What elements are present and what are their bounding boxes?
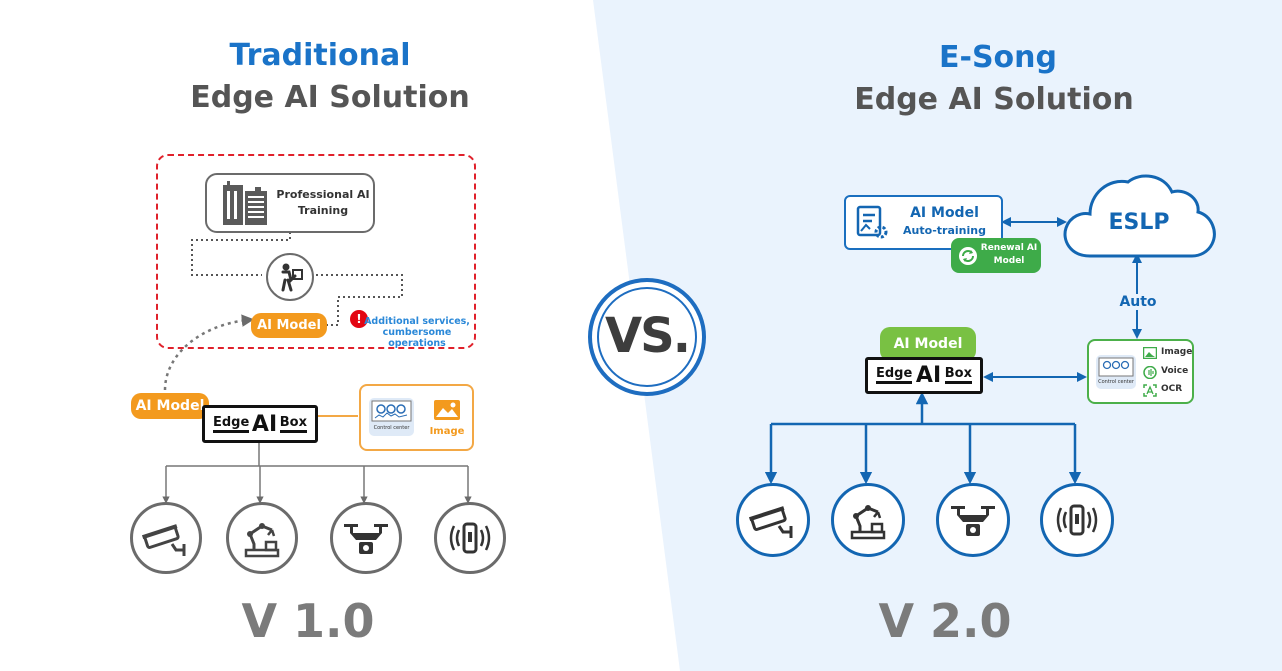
professional-training-label: Professional AI Training <box>276 188 370 217</box>
robot-arm-icon <box>850 505 886 540</box>
right-feature-panel: Control center Image Voice OCR <box>1087 339 1194 404</box>
control-center-label: Control center <box>1098 379 1134 385</box>
left-edge-ai-box: Edge AI Box <box>202 405 318 443</box>
right-edge-ai-box: Edge AI Box <box>865 357 983 394</box>
left-version: V 1.0 <box>241 594 375 648</box>
control-center-icon: Control center <box>1096 355 1136 389</box>
renewal-ai-model-badge: Renewal AI Model <box>951 238 1041 273</box>
warning-icon: ! <box>350 310 368 328</box>
worker-circle <box>266 253 314 301</box>
eslp-label: ESLP <box>1108 210 1170 235</box>
dotted-flow-2 <box>316 274 403 326</box>
edge-label: Edge <box>213 415 250 433</box>
vs-badge: VS. <box>588 278 706 396</box>
ai-model-title: AI Model <box>910 205 979 221</box>
professional-training-box: Professional AI Training <box>205 173 375 233</box>
warning-text: Additional services, cumbersome operatio… <box>362 316 472 349</box>
image-icon <box>434 400 460 420</box>
right-title-line1: E-Song <box>939 40 1057 75</box>
worker-icon <box>281 263 303 292</box>
renewal-line2: Model <box>993 256 1025 266</box>
image-label: Image <box>429 426 465 437</box>
renewal-label: Renewal AI Model <box>979 242 1039 268</box>
left-camera-circle <box>130 502 202 574</box>
edge-label: Edge <box>876 367 913 384</box>
ai-model-green-pill: AI Model <box>880 327 976 361</box>
warning-text-line2: cumbersome operations <box>382 327 452 349</box>
left-title-line1: Traditional <box>229 38 411 73</box>
left-sensor-circle <box>434 502 506 574</box>
right-robot-circle <box>831 483 905 557</box>
refresh-icon <box>959 247 977 265</box>
right-camera-circle <box>736 483 810 557</box>
ai-label: AI <box>251 411 278 437</box>
vs-text: VS. <box>605 308 691 364</box>
right-version: V 2.0 <box>878 594 1012 648</box>
left-feature-panel: Control center Image <box>359 384 474 451</box>
left-robot-circle <box>226 502 298 574</box>
ai-model-autotraining-box: AI Model Auto-training <box>844 195 1003 250</box>
cloud-icon <box>1063 174 1216 258</box>
left-drone-circle <box>330 502 402 574</box>
security-camera-icon <box>749 506 793 538</box>
warning-text-line1: Additional services, <box>364 316 470 327</box>
ocr-feature-icon <box>1143 384 1157 397</box>
feature-ocr: OCR <box>1161 384 1183 394</box>
box-label: Box <box>944 367 972 384</box>
right-sensor-circle <box>1040 483 1114 557</box>
vibration-sensor-icon <box>449 522 491 554</box>
feature-image: Image <box>1161 347 1193 357</box>
left-title-line2: Edge AI Solution <box>190 80 470 115</box>
voice-feature-icon <box>1143 366 1157 379</box>
building-icon <box>223 181 267 225</box>
ai-model-outer-pill: AI Model <box>131 393 209 419</box>
security-camera-icon <box>142 524 186 556</box>
control-center-icon: Control center <box>369 398 414 436</box>
robot-arm-icon <box>244 523 280 558</box>
control-center-label: Control center <box>373 425 410 431</box>
right-drone-circle <box>936 483 1010 557</box>
dotted-flow-1 <box>191 232 291 276</box>
auto-training-icon <box>856 205 888 239</box>
ai-label: AI <box>915 363 942 388</box>
box-label: Box <box>279 415 307 433</box>
image-feature-icon <box>1143 347 1157 359</box>
feature-voice: Voice <box>1161 366 1189 376</box>
auto-label: Auto <box>1112 294 1164 310</box>
ai-model-inner-pill: AI Model <box>251 313 327 338</box>
ai-model-subtitle: Auto-training <box>903 224 986 237</box>
training-frame <box>156 154 476 349</box>
renewal-line1: Renewal AI <box>980 243 1038 253</box>
vibration-sensor-icon <box>1056 504 1098 536</box>
drone-icon <box>951 506 995 536</box>
drone-icon <box>344 524 388 554</box>
right-title-line2: Edge AI Solution <box>854 82 1134 117</box>
